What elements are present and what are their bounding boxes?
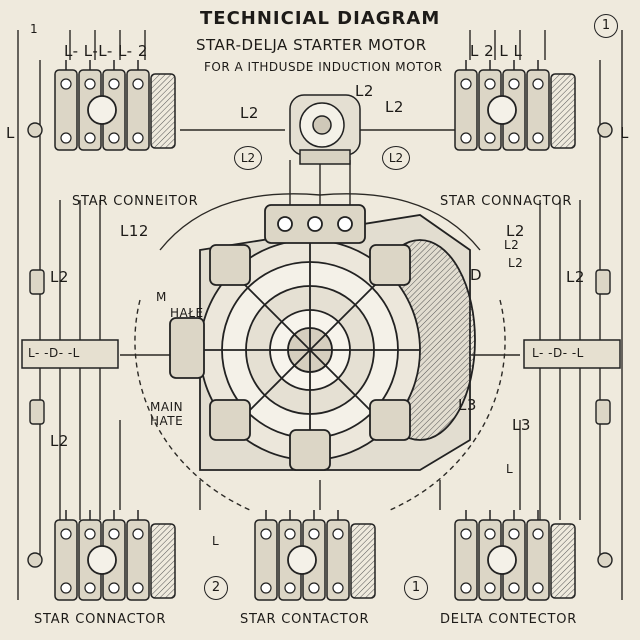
label-l2-circle-a: L2 — [234, 146, 262, 170]
label-top-left-mark: 1 — [30, 22, 39, 36]
main-motor — [169, 204, 476, 471]
caption-star-bottom-left: STAR CONNACTOR — [34, 612, 167, 627]
caption-main-hate: MAIN HATE — [150, 400, 184, 428]
label-l-small-2: L — [212, 534, 220, 548]
label-l2-right-b: L2 — [508, 256, 524, 270]
label-l3-center: L3 — [458, 396, 477, 414]
label-l2-b: L2 — [240, 104, 259, 122]
small-motor-top — [289, 94, 361, 165]
contactor-top-right — [454, 59, 576, 151]
label-circle-1: 1 — [404, 576, 428, 600]
label-l2-right-mid: L2 — [566, 268, 585, 286]
label-circle-2: 2 — [204, 576, 228, 600]
label-l-left: L — [6, 124, 15, 142]
diagram-title: TECHNICIAL DIAGRAM — [200, 8, 441, 29]
diagram-subtitle-2: FOR A ITHDUSDE INDUCTION MOTOR — [204, 60, 443, 74]
label-l2-circle-b: L2 — [382, 146, 410, 170]
label-l-right: L — [620, 124, 629, 142]
caption-star-top-left: STAR CONNEITOR — [72, 194, 199, 209]
contactor-bottom-right — [454, 509, 576, 601]
label-left-box: L- -D- -L — [28, 346, 80, 360]
left-terminal-box — [21, 339, 119, 369]
diagram-subtitle: STAR-DELJA STARTER MOTOR — [196, 36, 427, 54]
right-terminal-box — [523, 339, 621, 369]
label-l2-left-mid: L2 — [50, 268, 69, 286]
caption-star-top-right: STAR CONNACTOR — [440, 194, 573, 209]
label-m-left: M — [156, 290, 167, 304]
caption-delta-bottom-right: DELTA CONTECTOR — [440, 612, 578, 627]
label-top-right-terminals: L 2 L L — [470, 42, 523, 60]
contactor-top-left — [54, 59, 176, 151]
label-d-right: D — [470, 266, 483, 284]
label-right-box: L- -D- -L — [532, 346, 584, 360]
label-hate-left: HAŁE — [170, 306, 204, 320]
caption-star-bottom-center: STAR CONTACTOR — [240, 612, 370, 627]
label-l12: L12 — [120, 222, 149, 240]
label-l2-right-a: L2 — [506, 222, 525, 240]
contactor-bottom-left — [54, 509, 176, 601]
label-l2-left-low: L2 — [50, 432, 69, 450]
label-top-right-corner: 1 — [594, 14, 618, 38]
label-l3-right: L3 — [512, 416, 531, 434]
label-top-left-terminals: L- L-L- L- 2 — [64, 42, 148, 60]
contactor-bottom-center — [254, 509, 376, 601]
label-l2-d: L2 — [504, 238, 520, 252]
label-l2-a: L2 — [355, 82, 374, 100]
label-l-small: L — [506, 462, 514, 476]
side-plugs — [27, 122, 613, 568]
label-l2-c: L2 — [385, 98, 404, 116]
